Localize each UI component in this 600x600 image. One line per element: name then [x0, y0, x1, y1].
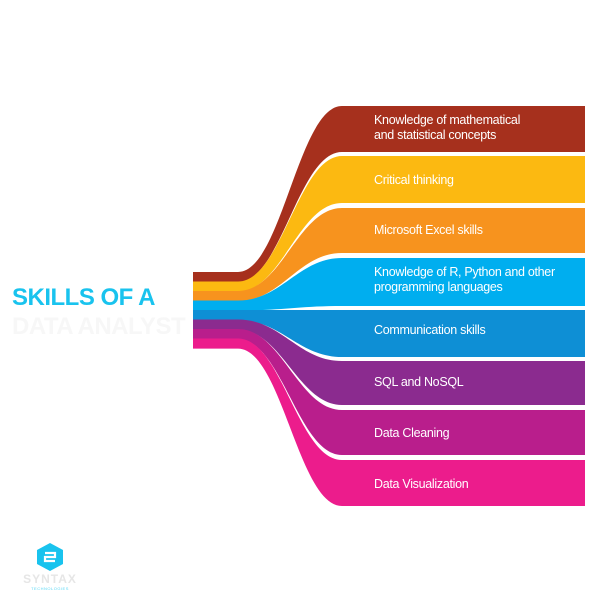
- skill-label-math-statistics: Knowledge of mathematical and statistica…: [374, 113, 521, 142]
- skill-ribbon-critical-thinking: [193, 156, 585, 292]
- skill-label-communication: Communication skills: [374, 323, 486, 337]
- diagram-title-line-2: DATA ANALYST: [12, 313, 186, 340]
- syntax-hexagon-icon: [37, 543, 63, 571]
- skill-ribbon-data-visualization: [193, 338, 585, 506]
- skill-label-data-cleaning: Data Cleaning: [374, 426, 450, 440]
- syntax-logo: SYNTAX TECHNOLOGIES: [20, 542, 80, 597]
- skill-ribbon-programming: [193, 258, 585, 311]
- skill-ribbon-excel: [193, 208, 585, 302]
- skill-label-excel: Microsoft Excel skills: [374, 223, 483, 237]
- skill-ribbons: [193, 106, 585, 506]
- skill-label-programming: Knowledge of R, Python and other program…: [374, 265, 555, 294]
- skill-label-data-visualization: Data Visualization: [374, 477, 469, 491]
- diagram-title-line-1: SKILLS OF A: [12, 284, 155, 311]
- logo-tagline: TECHNOLOGIES: [31, 586, 69, 591]
- skill-ribbon-communication: [193, 310, 585, 357]
- skill-ribbon-math-statistics: [193, 106, 585, 283]
- skill-label-sql-nosql: SQL and NoSQL: [374, 375, 464, 389]
- skill-ribbon-data-cleaning: [193, 329, 585, 455]
- skill-ribbon-sql-nosql: [193, 319, 585, 405]
- skill-label-critical-thinking: Critical thinking: [374, 173, 454, 187]
- logo-name: SYNTAX: [23, 572, 77, 586]
